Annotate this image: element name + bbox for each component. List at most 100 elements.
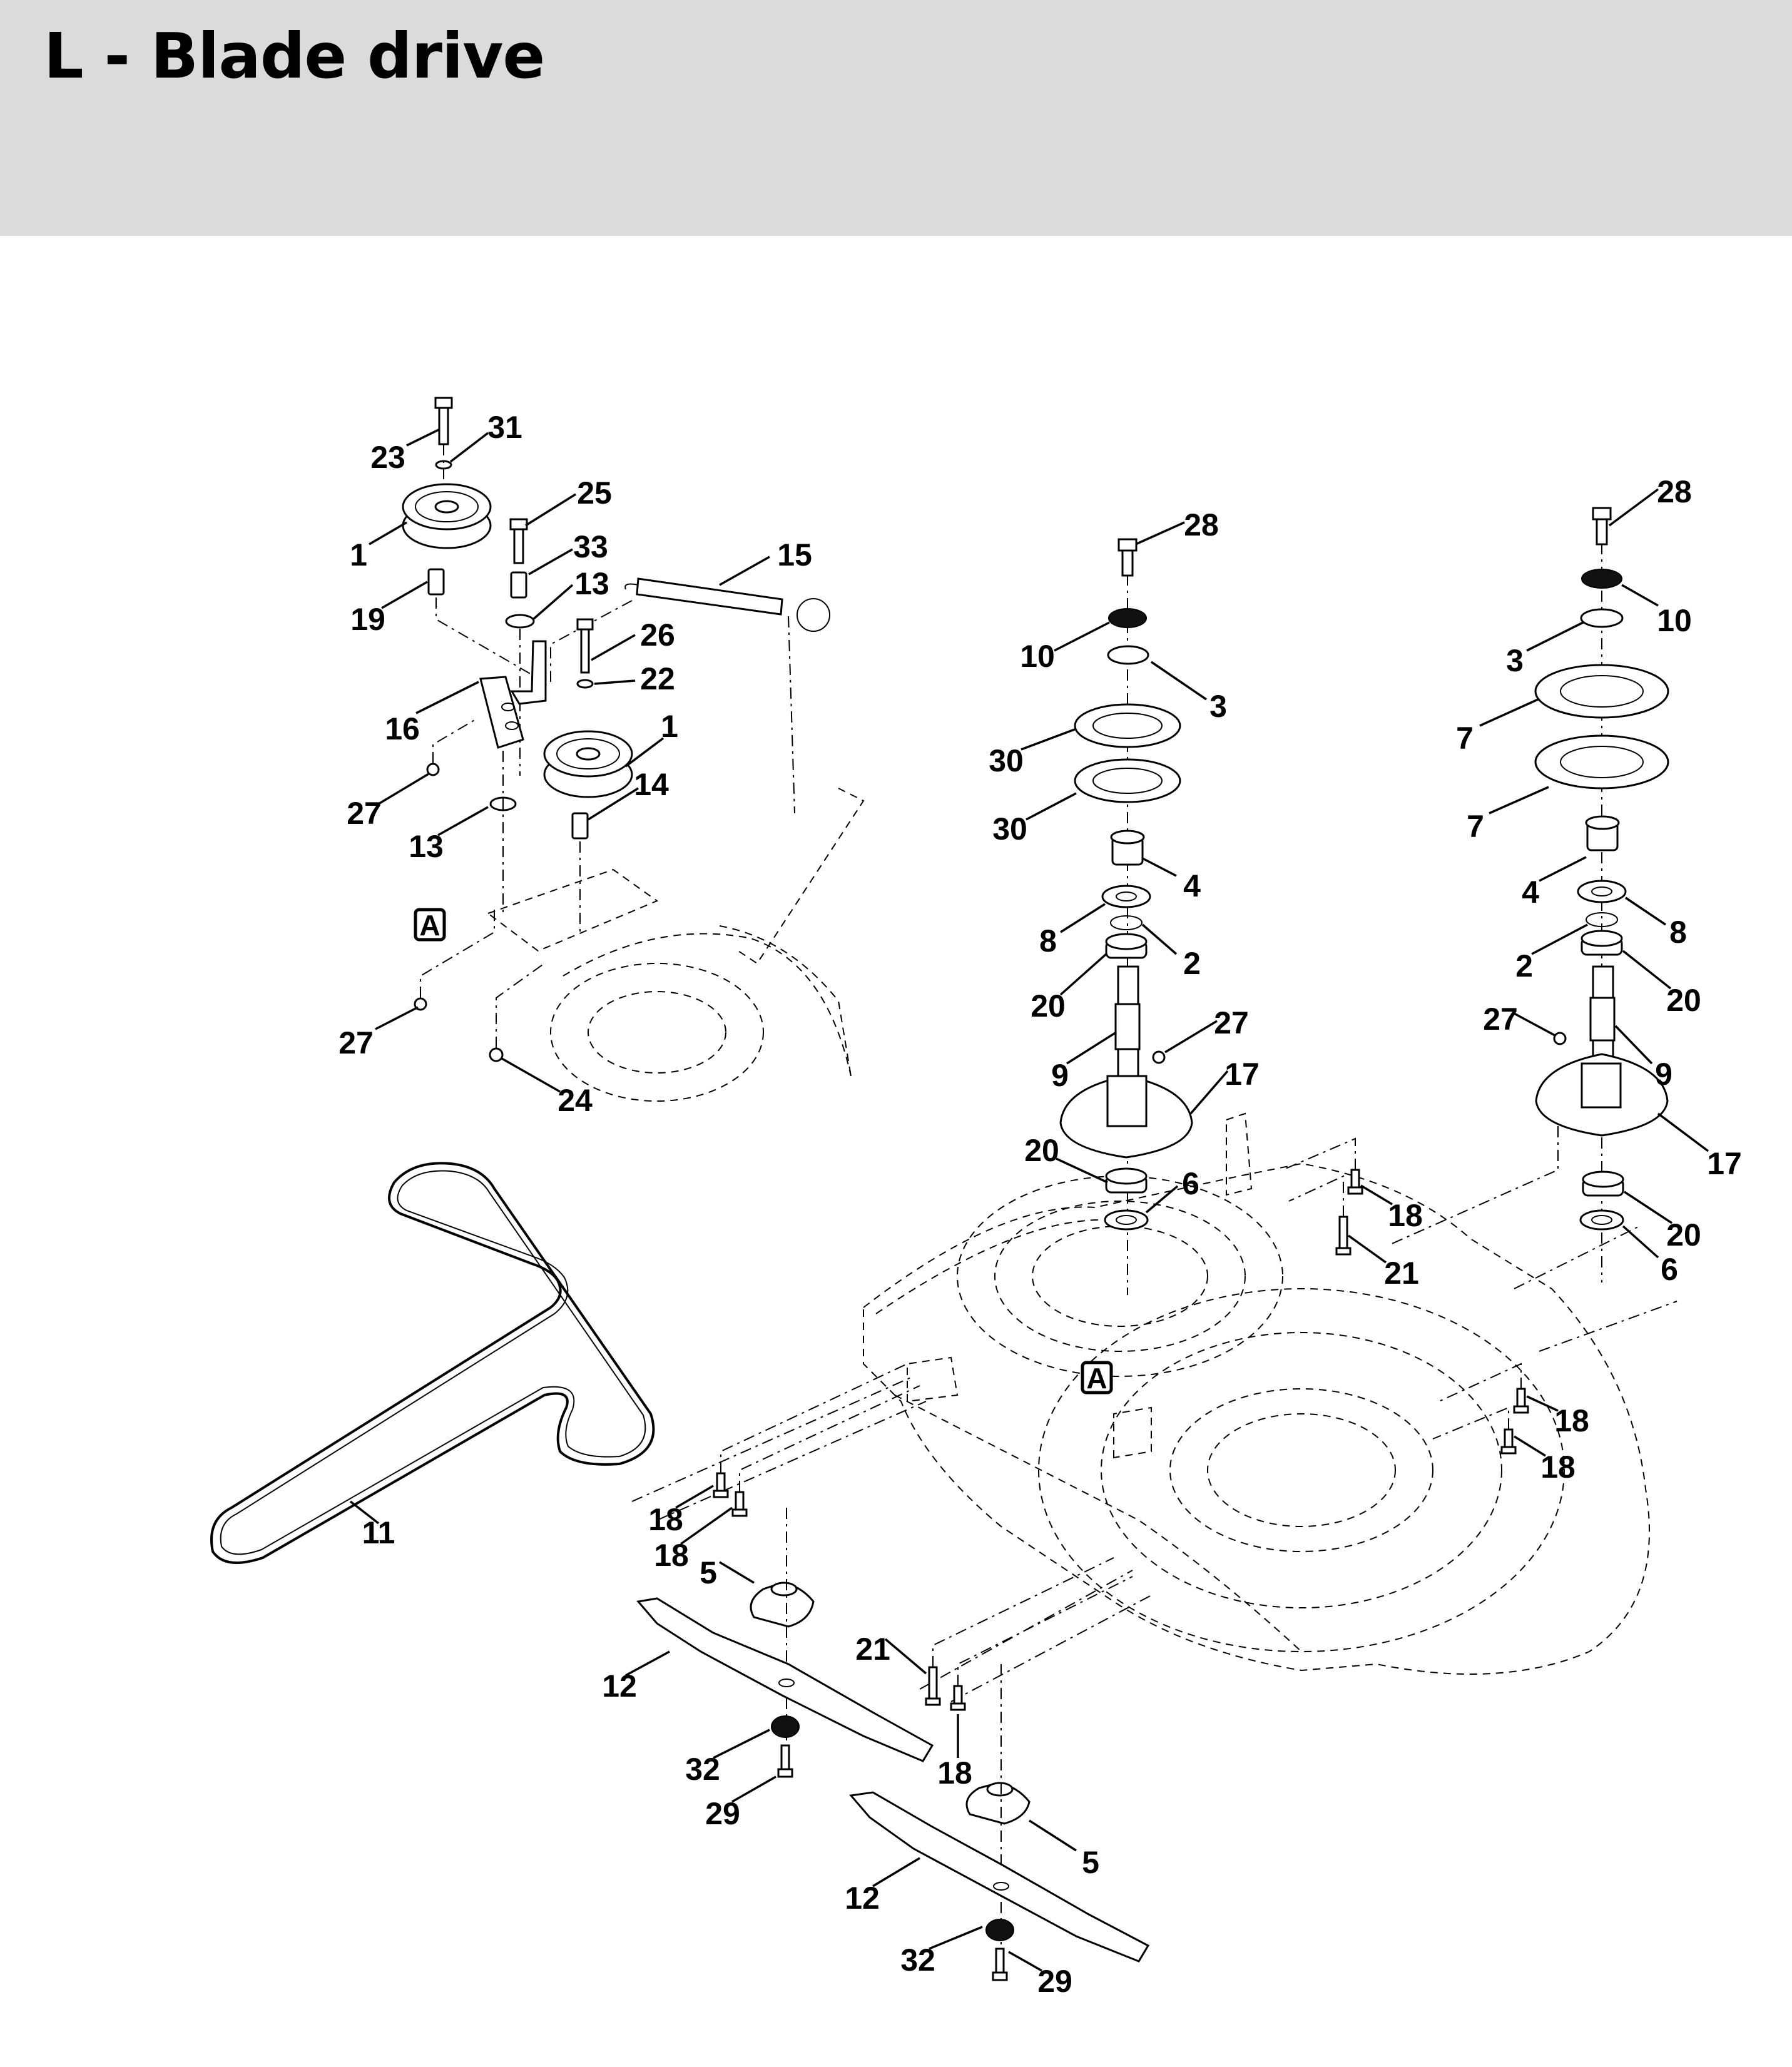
idler-pulley-1b [543, 730, 633, 798]
callout: 25 [577, 475, 612, 510]
nut-27 [426, 763, 440, 776]
spacer-14 [571, 812, 589, 840]
spindle-housing-17 [1059, 1075, 1193, 1159]
mower-deck-outline [631, 1112, 1677, 1702]
callout: 30 [992, 811, 1027, 846]
reference-marker-a-upper: A [414, 908, 446, 942]
callout: 18 [1554, 1403, 1589, 1438]
callout: 9 [1051, 1058, 1069, 1093]
blade-adapter-5b [965, 1782, 1031, 1825]
callout: 17 [1224, 1057, 1260, 1092]
v-belt-11 [210, 1162, 655, 1564]
callout: 11 [362, 1515, 395, 1550]
callout: 5 [700, 1555, 717, 1590]
idler-arm-16 [479, 640, 547, 749]
callout: 7 [1456, 721, 1474, 756]
callout: 32 [900, 1943, 935, 1978]
callout: 18 [1540, 1450, 1576, 1485]
washer-22 [576, 679, 594, 689]
bolt-26 [580, 627, 590, 674]
bolt-18-l2 [735, 1491, 745, 1512]
bolt-28 [1121, 549, 1134, 577]
page-header: L - Blade drive [0, 0, 1792, 236]
callout: 27 [1483, 1002, 1518, 1037]
idler-pulley-1 [402, 483, 492, 549]
retaining-ring-2 [1110, 915, 1143, 930]
bolt-23 [438, 405, 449, 445]
callout: 12 [602, 1668, 637, 1704]
spindle-shaft-9-right [1589, 965, 1616, 1070]
callout: 18 [937, 1755, 972, 1790]
callout: 14 [634, 767, 669, 802]
bushing-13 [505, 614, 535, 629]
callout: 27 [1214, 1005, 1249, 1040]
callout: 31 [487, 410, 522, 445]
callout: 7 [1467, 809, 1484, 844]
callout: 20 [1031, 988, 1066, 1023]
spindle-housing-17-right [1535, 1053, 1669, 1137]
callout: 32 [685, 1752, 720, 1787]
pulley-half-7-upper [1534, 664, 1669, 719]
center-spindle-assembly [1059, 538, 1193, 1295]
callout: 9 [1655, 1057, 1672, 1092]
callout: 3 [1506, 643, 1524, 678]
callout: 28 [1657, 474, 1692, 509]
retaining-ring-2-right [1586, 912, 1618, 927]
dust-cover-8 [1101, 885, 1151, 908]
callout: 1 [350, 537, 367, 572]
reference-marker-a-deck: A [1081, 1361, 1113, 1394]
callout: 18 [1388, 1198, 1423, 1233]
callout: 8 [1669, 915, 1687, 950]
callout: 27 [347, 796, 382, 831]
exploded-parts-diagram: A A [210, 397, 1742, 1999]
callout: 29 [705, 1796, 740, 1831]
callout: 24 [557, 1083, 593, 1118]
callout: 26 [640, 617, 675, 653]
callout: 5 [1082, 1845, 1099, 1880]
nut-27-center [1152, 1050, 1166, 1064]
pulley-half-7-lower [1534, 734, 1669, 790]
spindle-shaft-9 [1114, 965, 1141, 1079]
washer-3 [1107, 645, 1149, 665]
bolt-18-r3 [1504, 1428, 1514, 1450]
idler-assembly [402, 397, 830, 1062]
blade-bolt-29 [780, 1744, 790, 1772]
right-spindle-assembly [1388, 507, 1669, 1282]
callout: 8 [1039, 923, 1057, 958]
bolt-18-r1 [1350, 1169, 1360, 1190]
svg-text:A: A [419, 909, 440, 942]
mower-blade-12b [849, 1791, 1150, 1963]
callout: 21 [855, 1632, 890, 1667]
callout: 4 [1183, 868, 1201, 903]
bolt-21-r1 [1338, 1216, 1348, 1251]
callout: 4 [1522, 875, 1539, 910]
upper-frame-outline [486, 788, 865, 1102]
spacer-19 [427, 568, 445, 596]
bolt-18-l3 [953, 1685, 963, 1706]
callout: 13 [409, 829, 444, 864]
callout: 22 [640, 661, 675, 696]
svg-text:A: A [1086, 1362, 1107, 1394]
callout: 10 [1020, 639, 1055, 674]
nut-24 [489, 1047, 504, 1062]
deck-bolts [713, 1137, 1529, 1711]
callout: 13 [574, 566, 609, 601]
callout: 15 [777, 537, 812, 572]
callout: 2 [1515, 948, 1533, 983]
spring-washer-10 [1108, 608, 1147, 628]
callout: 6 [1182, 1166, 1199, 1201]
callout: 18 [654, 1538, 689, 1573]
callouts: 23 31 25 1 33 13 15 19 26 22 16 1 14 27 … [339, 410, 1742, 1999]
callout: 20 [1024, 1133, 1059, 1168]
tension-spring-15 [550, 577, 830, 814]
callout: 2 [1183, 946, 1201, 981]
bolt-28-right [1596, 518, 1608, 546]
pulley-half-30-upper [1074, 703, 1181, 748]
spacer-33 [510, 571, 527, 599]
spring-washer-10-right [1581, 569, 1622, 589]
blade-assembly-left [636, 1508, 934, 1778]
callout: 12 [845, 1881, 880, 1916]
washer-3-right [1580, 608, 1624, 628]
spring-washer-32b [985, 1919, 1014, 1941]
bolt-21-l [928, 1666, 938, 1701]
